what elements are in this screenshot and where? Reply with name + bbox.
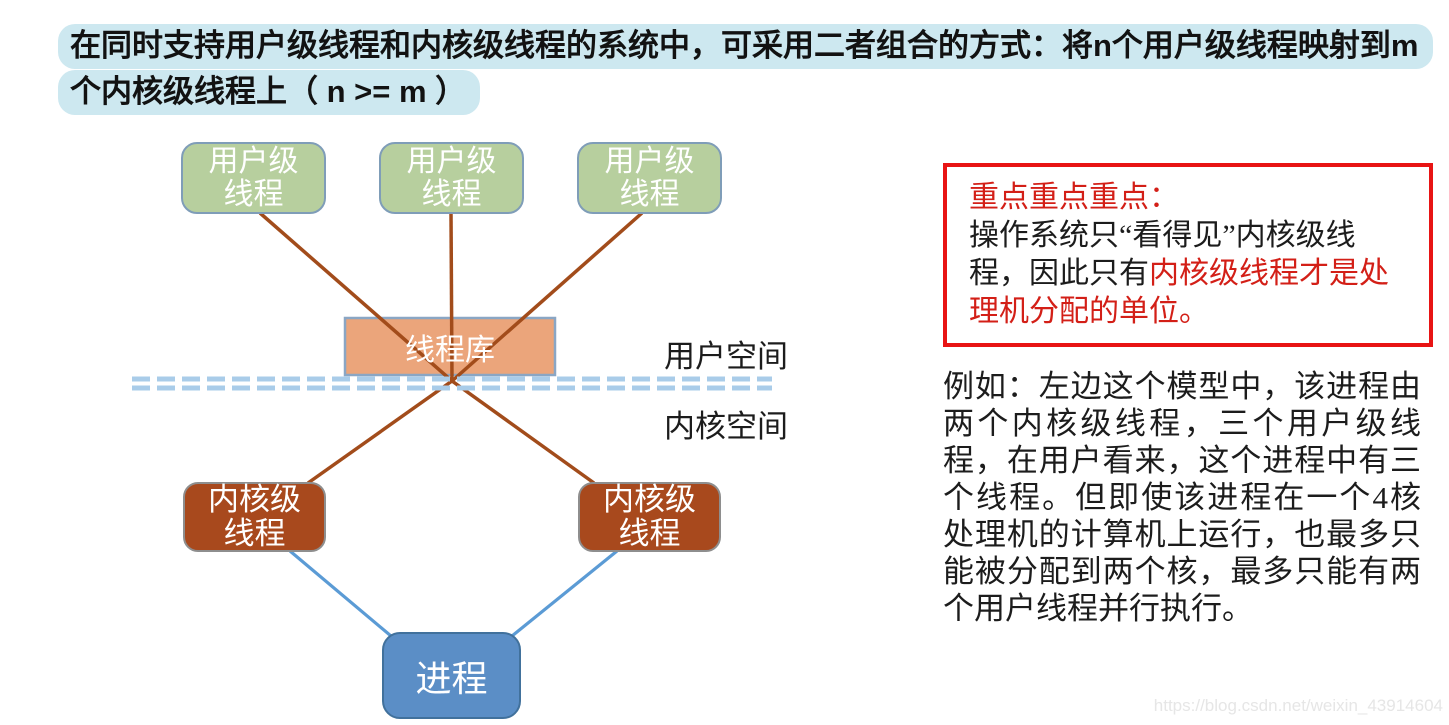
- kernel-thread-box-1: 内核级 线程: [183, 482, 326, 552]
- user-thread-box-3: 用户级 线程: [577, 142, 722, 214]
- kernel-thread-label: 线程: [618, 516, 681, 551]
- connection-line-process-right: [510, 549, 619, 638]
- kernel-space-label: 内核空间: [664, 409, 788, 444]
- user-thread-label: 用户级: [208, 145, 299, 178]
- kernel-thread-label: 内核级: [208, 482, 301, 517]
- example-paragraph: 例如：左边这个模型中，该进程由两个内核级线程，三个用户级线程，在用户看来，这个进…: [943, 369, 1421, 626]
- key-point-box: 重点重点重点： 操作系统只“看得见”内核级线程，因此只有内核级线程才是处理机分配…: [943, 163, 1433, 347]
- user-thread-label: 线程: [223, 178, 284, 211]
- user-thread-label: 线程: [421, 178, 482, 211]
- process-box: 进程: [382, 632, 521, 719]
- user-thread-box-1: 用户级 线程: [181, 142, 326, 214]
- user-thread-label: 用户级: [406, 145, 497, 178]
- user-thread-label: 线程: [619, 178, 680, 211]
- connection-line-user3: [450, 211, 644, 383]
- user-thread-label: 用户级: [604, 145, 695, 178]
- watermark-url: https://blog.csdn.net/weixin_43914604: [1153, 696, 1443, 715]
- connection-line-process-left: [288, 549, 393, 638]
- kernel-thread-label: 内核级: [603, 482, 696, 517]
- headline-line-1: 在同时支持用户级线程和内核级线程的系统中，可采用二者组合的方式：将n个用户级线程…: [58, 24, 1433, 69]
- user-thread-box-2: 用户级 线程: [379, 142, 524, 214]
- headline-line-2: 个内核级线程上（ n >= m ）: [58, 70, 481, 115]
- connection-line-user1: [258, 211, 454, 383]
- key-point-title: 重点重点重点：: [969, 181, 1179, 214]
- process-label: 进程: [415, 658, 488, 699]
- key-point-body-red: 内核级线程才是处理机分配的单位。: [969, 257, 1389, 328]
- key-point-body: 操作系统只“看得见”内核级线程，因此只有内核级线程才是处理机分配的单位。: [969, 217, 1405, 331]
- connection-line-kernel2: [450, 379, 596, 485]
- connection-line-user2: [449, 212, 454, 382]
- thread-library-label: 线程库: [405, 333, 495, 367]
- headline: 在同时支持用户级线程和内核级线程的系统中，可采用二者组合的方式：将n个用户级线程…: [58, 24, 1433, 115]
- connection-line-kernel1: [306, 379, 454, 485]
- kernel-thread-box-2: 内核级 线程: [578, 482, 721, 552]
- user-space-label: 用户空间: [664, 339, 788, 374]
- kernel-thread-label: 线程: [223, 516, 286, 551]
- key-point-body-black: 操作系统只“看得见”内核级线程，因此只有: [969, 219, 1356, 290]
